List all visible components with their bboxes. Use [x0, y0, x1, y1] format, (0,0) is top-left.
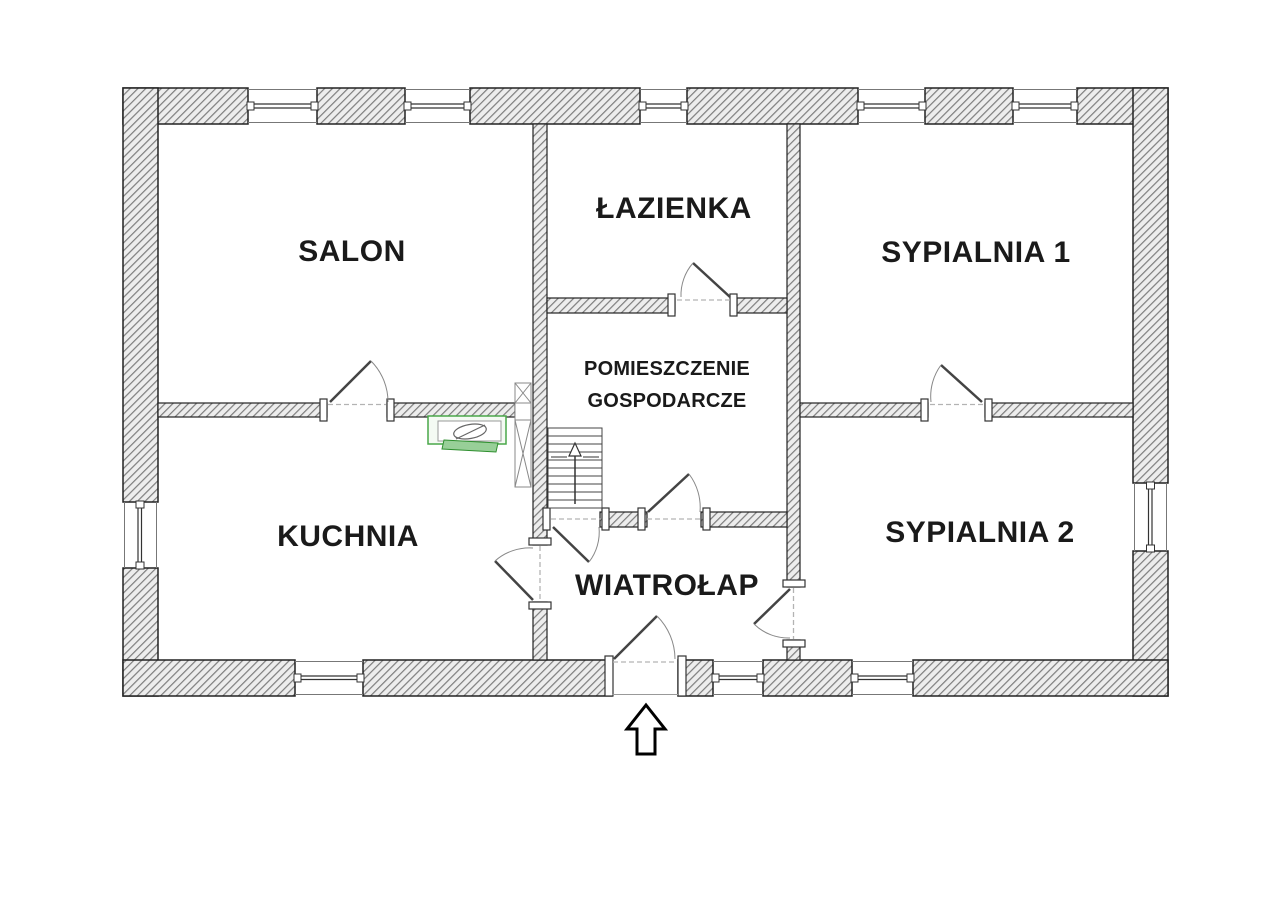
- exterior-walls: [122, 87, 1169, 697]
- room-label-sypialnia1: SYPIALNIA 1: [881, 236, 1071, 269]
- room-label-sypialnia2: SYPIALNIA 2: [885, 516, 1075, 549]
- door-stairs: [552, 526, 600, 563]
- staircase: [547, 427, 603, 509]
- room-label-salon: SALON: [298, 235, 406, 268]
- room-label-kuchnia: KUCHNIA: [277, 520, 419, 553]
- room-label-lazienka: ŁAZIENKA: [596, 192, 752, 225]
- stove-icon: [427, 415, 507, 453]
- door-salon: [329, 360, 389, 403]
- door-lazienka: [680, 262, 731, 298]
- stairs-up-arrow-icon: [551, 441, 599, 504]
- door-gospodarcze: [647, 473, 701, 513]
- doors: [329, 262, 983, 695]
- door-entrance: [612, 615, 678, 695]
- door-kuchnia: [494, 547, 534, 601]
- chimney-flue-icon: [514, 382, 532, 488]
- windows: [124, 89, 1167, 695]
- room-label-pg-line2: GOSPODARCZE: [587, 390, 747, 412]
- room-label-wiatrolap: WIATROŁAP: [575, 569, 759, 602]
- entrance-arrow-icon: [623, 702, 669, 756]
- door-posts: [319, 293, 993, 697]
- door-sypialnia2: [753, 588, 791, 639]
- opening-dashes: [328, 299, 984, 663]
- room-label-pomieszczenie-gospodarcze: POMIESZCZENIE GOSPODARCZE: [584, 353, 750, 417]
- room-label-pg-line1: POMIESZCZENIE: [584, 358, 750, 380]
- door-sypialnia1: [930, 364, 983, 403]
